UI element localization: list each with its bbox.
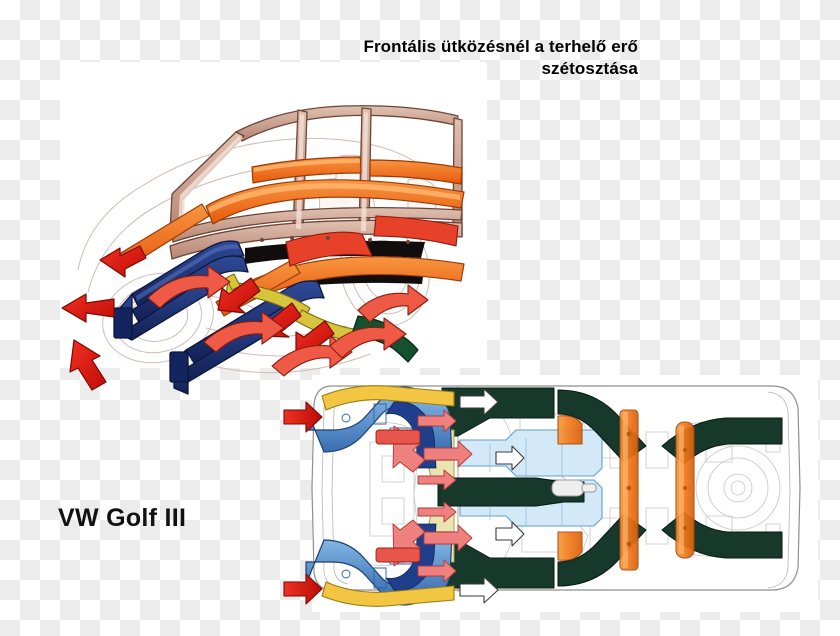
impact-arrow-right (283, 573, 323, 605)
force-arrow-front-rail (61, 293, 115, 323)
centre-tunnel (437, 477, 585, 507)
figure-title: Frontális ütközésnél a terhelő erő széto… (363, 37, 638, 79)
force-arrow-input (283, 401, 323, 605)
force-arrow-lower-sill (69, 339, 107, 391)
curved-arrow-front (147, 265, 231, 309)
dist-arrow-f (417, 559, 457, 583)
dist-arrow-d (417, 469, 457, 491)
crossmember-fastener (626, 431, 687, 547)
outline-arrow-sill-lower (495, 521, 525, 547)
rail-highlight (208, 159, 460, 213)
front-bumper-beam (321, 385, 455, 607)
body-structure-cutaway-illustration (61, 105, 465, 395)
dist-arrow-c (423, 440, 473, 468)
outline-arrow-top (459, 388, 499, 416)
outline-arrow-bottom (459, 576, 499, 604)
rear-door-impact-beam (285, 215, 459, 267)
model-label: VW Golf III (58, 504, 187, 532)
crossmember-highlight (623, 412, 684, 568)
curved-arrow-mid (203, 311, 285, 353)
force-arrow-curved (147, 265, 429, 377)
force-arrow-upper-rail (99, 245, 147, 278)
underbody-floorpan-illustration (283, 385, 801, 607)
impact-arrow-left (283, 401, 323, 433)
force-arrow-outline (459, 388, 525, 604)
force-arrow-mid-1 (217, 277, 261, 314)
exhaust-silencer (551, 479, 597, 497)
dist-arrow-g (423, 524, 473, 552)
internal-load-bar (375, 429, 421, 563)
dist-arrow-b (417, 409, 457, 433)
curved-arrow-rear-3 (357, 284, 429, 323)
curved-arrow-rear-2 (329, 317, 407, 359)
detail-fasteners (260, 236, 410, 244)
outline-arrow-sill-upper (495, 445, 525, 471)
dist-arrow-h (417, 501, 457, 523)
